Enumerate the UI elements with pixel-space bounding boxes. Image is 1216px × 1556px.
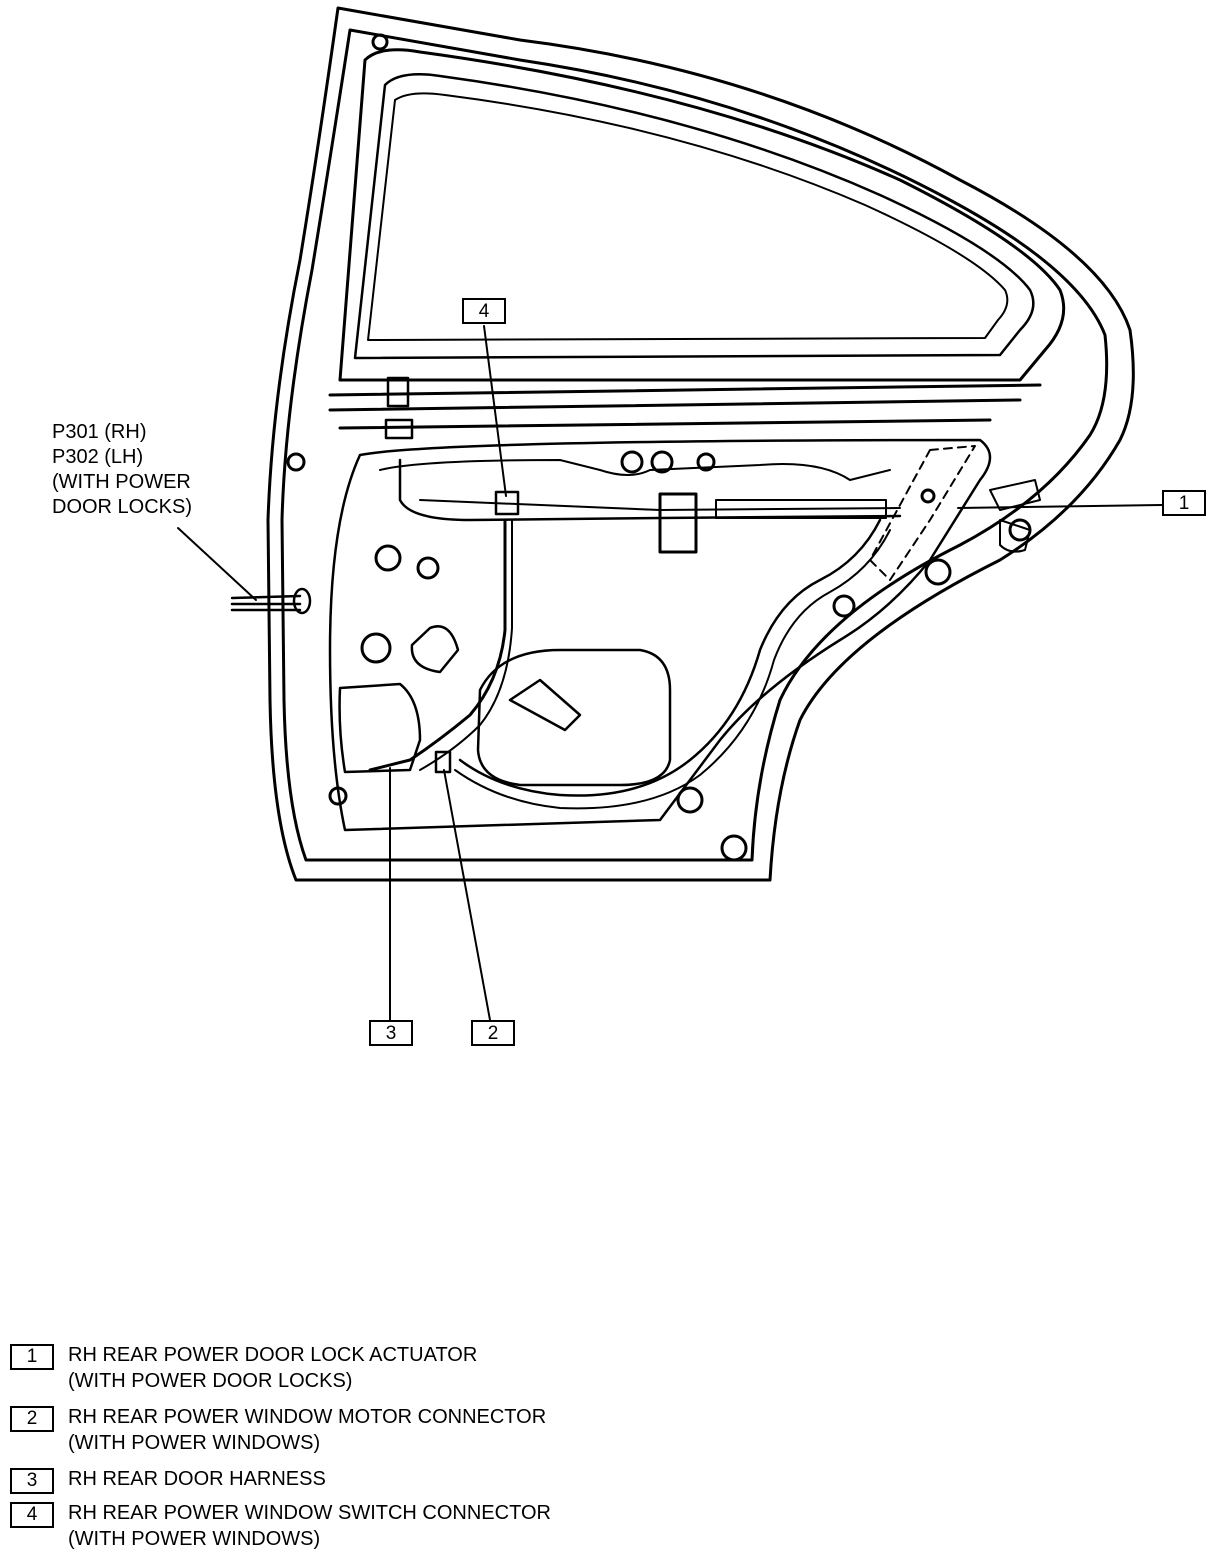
latch-lever [410,625,460,674]
legend-number: 2 [10,1406,54,1432]
leader-line-p301 [177,527,257,601]
door-drawing [177,6,1163,1021]
hole [924,558,952,586]
connector-label-line: P302 (LH) [52,446,144,468]
latch-clip-lower [384,418,414,440]
switch-connector-body [494,490,520,516]
connector-label-line: (WITH POWER [52,471,191,493]
window-glass-edge [367,92,1009,341]
legend-line: RH REAR POWER DOOR LOCK ACTUATOR [68,1344,478,1366]
hole [650,450,674,474]
lower-left-opening [338,682,422,774]
legend-line: RH REAR POWER WINDOW SWITCH CONNECTOR [68,1502,551,1524]
leader-line-1 [957,504,1163,509]
hole [360,632,392,664]
hole [620,450,644,474]
hole [286,452,306,472]
door-harness-wire-3 [458,518,882,797]
hole [832,594,856,618]
legend-number: 1 [10,1344,54,1370]
belt-rail-bottom [328,398,1022,412]
leader-line-4 [483,325,507,497]
lock-actuator-body [658,492,698,554]
hole [374,544,402,572]
legend-number: 4 [10,1502,54,1528]
door-edge-detail [989,479,1041,511]
window-frame-inner [353,73,1035,360]
belt-rail-lower [338,418,992,430]
hole [371,33,389,51]
hole [696,452,716,472]
legend-text: RH REAR DOOR HARNESS [68,1466,326,1492]
latch-clip [386,376,410,408]
hole [720,834,748,862]
window-motor-connector [434,750,452,774]
callout-number: 4 [478,300,490,322]
legend-line: (WITH POWER WINDOWS) [68,1432,321,1454]
access-opening [476,648,672,787]
connector-label: P301 (RH) P302 (LH) (WITH POWER DOOR LOC… [52,420,192,520]
door-outer-outline [266,6,1135,882]
legend-text: RH REAR POWER DOOR LOCK ACTUATOR (WITH P… [68,1342,477,1394]
callout-4: 4 [462,298,506,324]
hole [328,786,348,806]
actuator-dashed-outline [869,445,976,581]
door-edge-connector [230,594,302,612]
lock-rod-sleeve [715,499,887,519]
door-edge-detail-2 [999,519,1031,553]
inner-panel-recess [379,459,891,481]
callout-2: 2 [471,1020,515,1046]
legend-line: (WITH POWER WINDOWS) [68,1528,321,1550]
inner-panel-outline [328,438,992,832]
callout-number: 2 [487,1022,499,1044]
leader-line-2 [443,769,491,1021]
callout-number: 1 [1178,492,1190,514]
hole [416,556,440,580]
belt-rail-top [328,383,1042,397]
connector-label-line: P301 (RH) [52,421,147,443]
connector-label-line: DOOR LOCKS) [52,496,193,518]
window-motor-bracket [508,678,582,732]
grommet [292,587,312,615]
door-harness-wire-2 [419,519,513,771]
callout-number: 3 [385,1022,397,1044]
legend-line: RH REAR DOOR HARNESS [68,1468,326,1490]
legend-number: 3 [10,1468,54,1494]
legend-line: (WITH POWER DOOR LOCKS) [68,1370,353,1392]
legend-line: RH REAR POWER WINDOW MOTOR CONNECTOR [68,1406,547,1428]
legend-text: RH REAR POWER WINDOW MOTOR CONNECTOR (WI… [68,1404,546,1456]
callout-1: 1 [1162,490,1206,516]
door-harness-wire-4 [454,529,891,810]
hole [676,786,704,814]
window-frame-outer [338,48,1066,382]
hole [920,488,936,504]
door-inner-outline [280,28,1109,862]
door-diagram: 4 1 3 2 P301 (RH) P302 (LH) (WITH POWER … [52,6,1206,1046]
legend-text: RH REAR POWER WINDOW SWITCH CONNECTOR (W… [68,1500,551,1552]
door-harness-wire [368,518,507,772]
callout-3: 3 [369,1020,413,1046]
lock-rod-upper [398,458,902,522]
